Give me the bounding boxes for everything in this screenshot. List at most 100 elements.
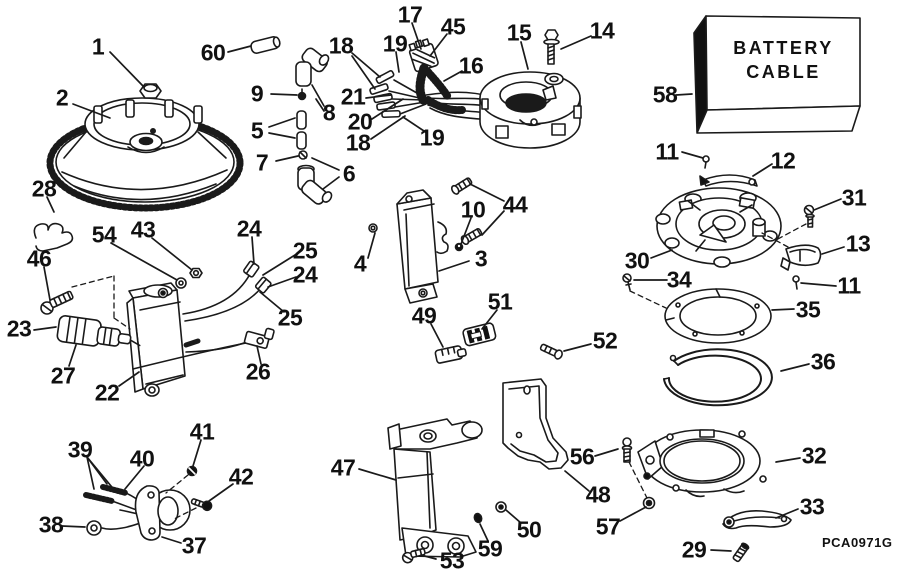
callout-49: 49 <box>411 302 437 329</box>
flywheel <box>46 97 244 212</box>
anchor-link <box>699 174 758 187</box>
callout-9: 9 <box>250 80 264 107</box>
callout-45: 45 <box>440 13 466 40</box>
callout-8: 8 <box>322 99 336 126</box>
callout-11: 11 <box>837 272 861 299</box>
callout-39: 39 <box>67 436 93 463</box>
timer-screw-right <box>803 204 815 228</box>
callout-47: 47 <box>330 454 356 481</box>
screw-56 <box>621 437 633 463</box>
callout-51: 51 <box>487 288 513 315</box>
wire-clip <box>33 222 74 252</box>
screw-52 <box>539 343 563 360</box>
timer-base <box>655 187 782 268</box>
callout-59: 59 <box>477 535 503 562</box>
stator-ring <box>479 71 582 149</box>
callout-18: 18 <box>328 32 354 59</box>
retainer-plate-ring <box>664 288 772 344</box>
lever <box>722 509 792 530</box>
callout-33: 33 <box>799 493 825 520</box>
inner-plate <box>502 378 569 470</box>
callout-25: 25 <box>292 237 318 264</box>
elbow-hose-upper <box>295 47 330 87</box>
leader-lines <box>33 22 845 560</box>
callout-44: 44 <box>502 191 528 218</box>
battery-cable-line1: BATTERY <box>733 38 834 58</box>
callout-40: 40 <box>129 445 155 472</box>
callout-24: 24 <box>236 215 262 242</box>
nut-50 <box>495 501 507 513</box>
grommet-10 <box>454 242 464 252</box>
callout-1: 1 <box>91 33 105 60</box>
callout-24: 24 <box>292 261 318 288</box>
screw-46 <box>40 290 74 315</box>
battery-cable-box <box>693 15 861 134</box>
callout-32: 32 <box>801 442 827 469</box>
pin <box>297 88 307 101</box>
clamp <box>298 150 308 160</box>
elbow-hose-lower <box>297 164 333 205</box>
callout-28: 28 <box>31 175 57 202</box>
pack-wires <box>132 260 275 370</box>
screw-41 <box>186 465 198 477</box>
callout-26: 26 <box>245 358 271 385</box>
callout-43: 43 <box>130 216 156 243</box>
callout-19: 19 <box>419 124 445 151</box>
tubes <box>296 110 307 150</box>
callout-48: 48 <box>585 481 611 508</box>
stator-bolt <box>543 29 560 65</box>
callout-46: 46 <box>26 245 52 272</box>
support-plate <box>637 429 767 498</box>
washer <box>175 277 187 289</box>
callout-12: 12 <box>770 147 796 174</box>
grommet-59 <box>473 512 483 524</box>
callout-38: 38 <box>38 511 64 538</box>
callout-21: 21 <box>340 83 366 110</box>
callout-20: 20 <box>347 108 373 135</box>
callout-11: 11 <box>655 138 679 165</box>
callout-54: 54 <box>91 221 117 248</box>
callout-25: 25 <box>277 304 303 331</box>
spark-plug-boot <box>56 315 141 347</box>
callout-13: 13 <box>845 230 871 257</box>
callout-19: 19 <box>382 30 408 57</box>
power-pack <box>126 282 186 397</box>
callout-23: 23 <box>6 315 32 342</box>
battery-cable-label: BATTERY CABLE <box>707 36 860 84</box>
callout-14: 14 <box>589 17 615 44</box>
callout-53: 53 <box>439 547 465 573</box>
solenoid <box>83 484 191 541</box>
harness-connector <box>408 38 439 73</box>
retainer-clip <box>780 244 822 271</box>
assembly-dashed-lines <box>71 223 807 521</box>
bracket <box>387 418 483 558</box>
callout-30: 30 <box>624 247 650 274</box>
callout-35: 35 <box>795 296 821 323</box>
callout-4: 4 <box>353 250 367 277</box>
callout-6: 6 <box>342 160 356 187</box>
callout-2: 2 <box>55 84 69 111</box>
pin-29 <box>732 542 750 563</box>
callout-5: 5 <box>250 117 264 144</box>
callout-18: 18 <box>345 129 371 156</box>
callout-50: 50 <box>516 516 542 543</box>
screw-34 <box>622 273 632 291</box>
callout-41: 41 <box>189 418 215 445</box>
callout-3: 3 <box>474 245 488 272</box>
callout-37: 37 <box>181 532 207 559</box>
callout-15: 15 <box>506 19 532 46</box>
screw-small <box>792 275 800 290</box>
callout-56: 56 <box>569 443 595 470</box>
flywheel-nut <box>139 83 162 99</box>
nut-57 <box>642 496 656 510</box>
battery-cable-line2: CABLE <box>746 62 821 82</box>
fuse <box>434 345 467 364</box>
nut-43 <box>189 267 203 279</box>
nut-4 <box>368 223 378 233</box>
fuel-tube <box>250 36 281 54</box>
c-ring <box>663 348 773 407</box>
callout-52: 52 <box>592 327 618 354</box>
callout-27: 27 <box>50 362 76 389</box>
